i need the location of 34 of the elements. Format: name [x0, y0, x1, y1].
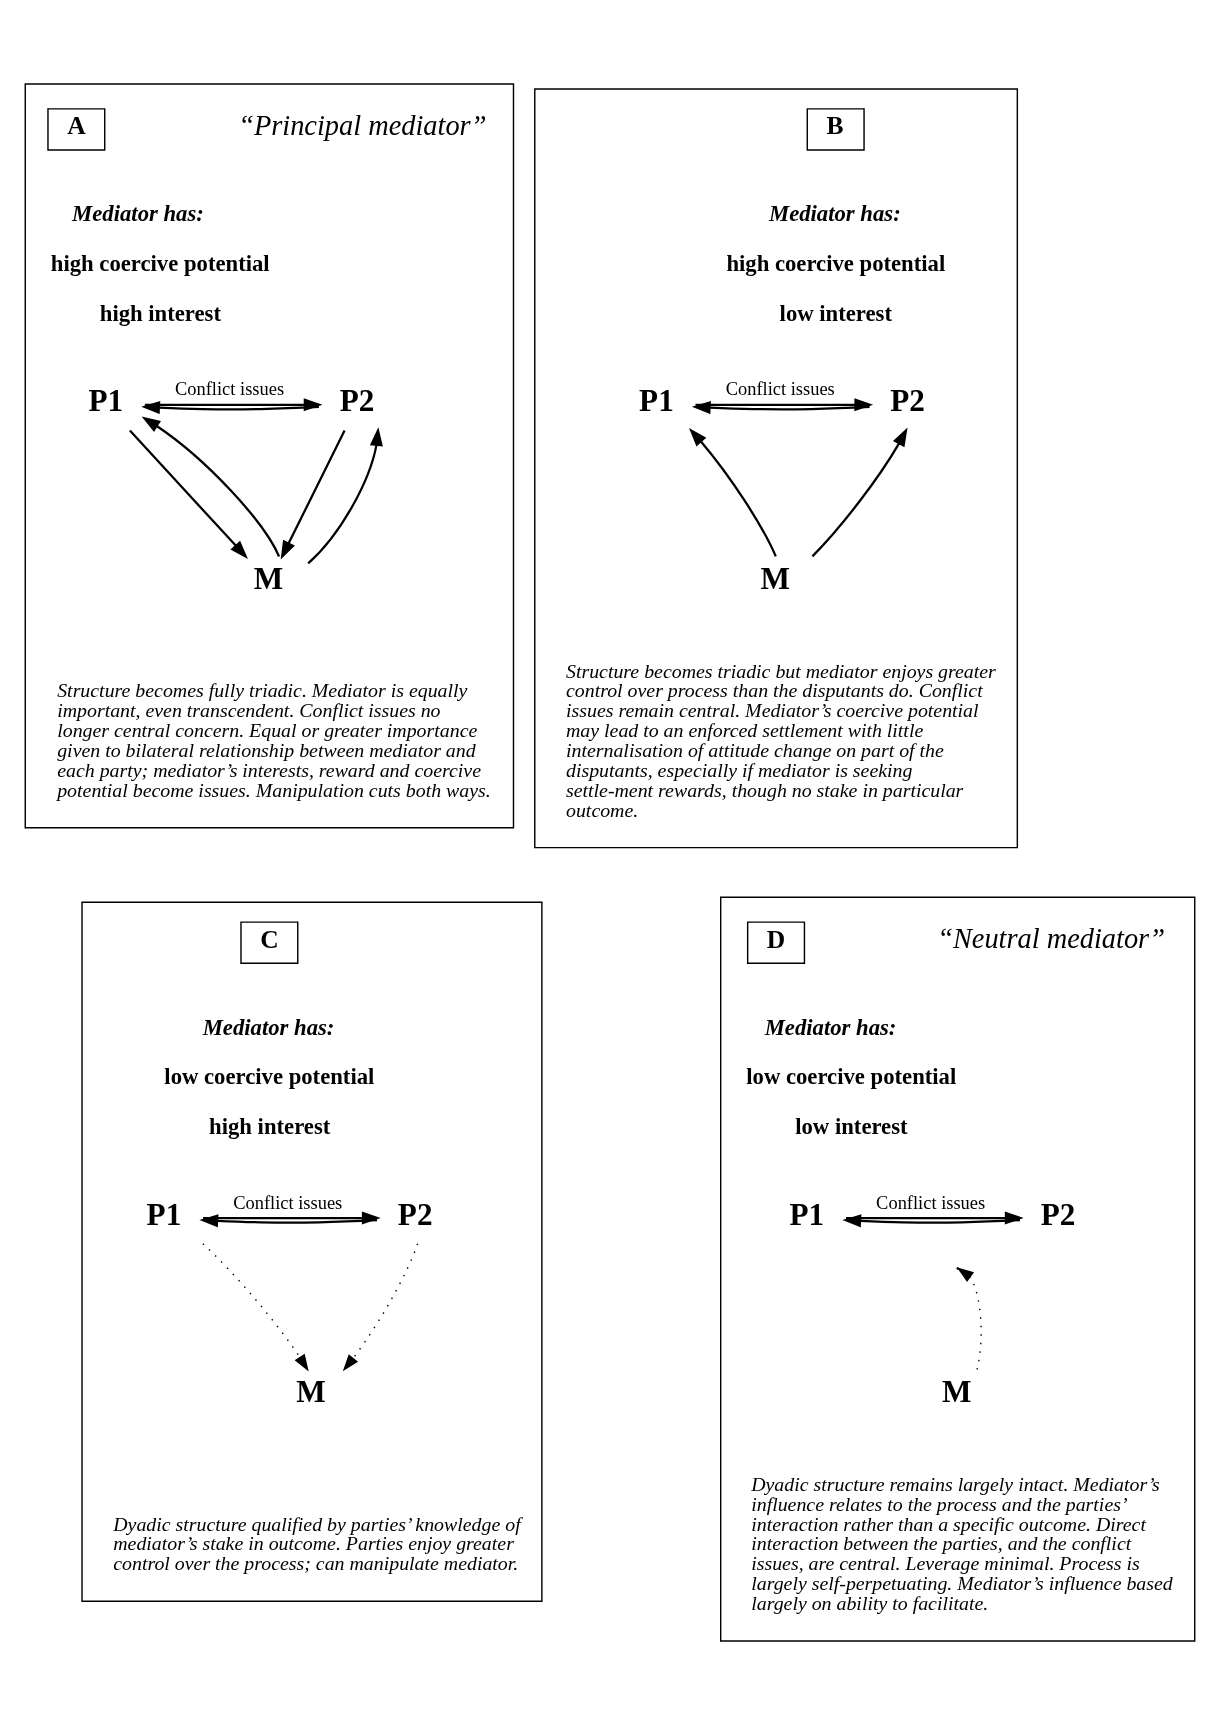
node-text: P1 — [639, 383, 674, 419]
node-text: M — [296, 1373, 326, 1409]
label: low coercive potential — [746, 1064, 957, 1090]
label: Mediator has: — [72, 201, 204, 227]
label: low interest — [795, 1114, 908, 1140]
label: “Principal mediator” — [238, 110, 487, 142]
node-text: M — [760, 560, 790, 596]
node-text: P2 — [1040, 1196, 1076, 1232]
label: Mediator has: — [764, 1014, 897, 1040]
label: Dyadic structure qualified by parties’ knowledge of mediator’s stake in outcome. Parties enjoy greater control over the process; can manipulate mediator. — [113, 1512, 521, 1575]
edge-label: Conflict issues — [876, 1192, 986, 1213]
node-text: P2 — [397, 1196, 433, 1232]
node-text: P2 — [890, 383, 925, 419]
node-text: P1 — [146, 1196, 182, 1232]
edge-label: Conflict issues — [725, 379, 835, 400]
label: high interest — [209, 1114, 331, 1140]
label: Dyadic structure remains largely intact. Mediator’s influence relates to the process and the parties’ interaction rather than a specific outcome. Direct interaction between the parties, and the conflict issues, are central. Leverage minimal. Process is largely self-perpetuating. Mediator’s influence based largely on ability to facilitate. — [751, 1472, 1173, 1615]
label: Structure becomes fully triadic. Mediator is equally important, even transcendent. Conflict issues no longer central concern. Equal or greater importance given to bilateral relationship between mediator and each party; mediator’s interests, reward and coercive potential become issues. Manipulation cuts both ways. — [57, 679, 491, 801]
label: Mediator has: — [202, 1014, 335, 1040]
label: high interest — [99, 300, 221, 326]
edge-label: Conflict issues — [174, 379, 285, 400]
node-text: M — [253, 560, 284, 596]
label: high coercive potential — [726, 251, 946, 277]
label: Mediator has: — [768, 201, 901, 227]
label: “Neutral mediator” — [937, 923, 1165, 955]
edge-label: Conflict issues — [233, 1192, 343, 1213]
node-text: P2 — [339, 383, 375, 419]
label: Structure becomes triadic but mediator enjoys greater control over process than the disputants do. Conflict issues remain central. Mediator’s coercive potential may lead to an enforced settlement with little internalisation of attitude change on part of the disputants, especially if mediator is seeking settle-ment rewards, though no stake in particular outcome. — [566, 659, 996, 821]
label: low coercive potential — [164, 1064, 375, 1090]
label: low interest — [779, 300, 892, 326]
label: high coercive potential — [50, 251, 270, 277]
node-text: P1 — [88, 383, 124, 419]
node-text: M — [942, 1373, 972, 1409]
node-text: P1 — [789, 1196, 825, 1232]
